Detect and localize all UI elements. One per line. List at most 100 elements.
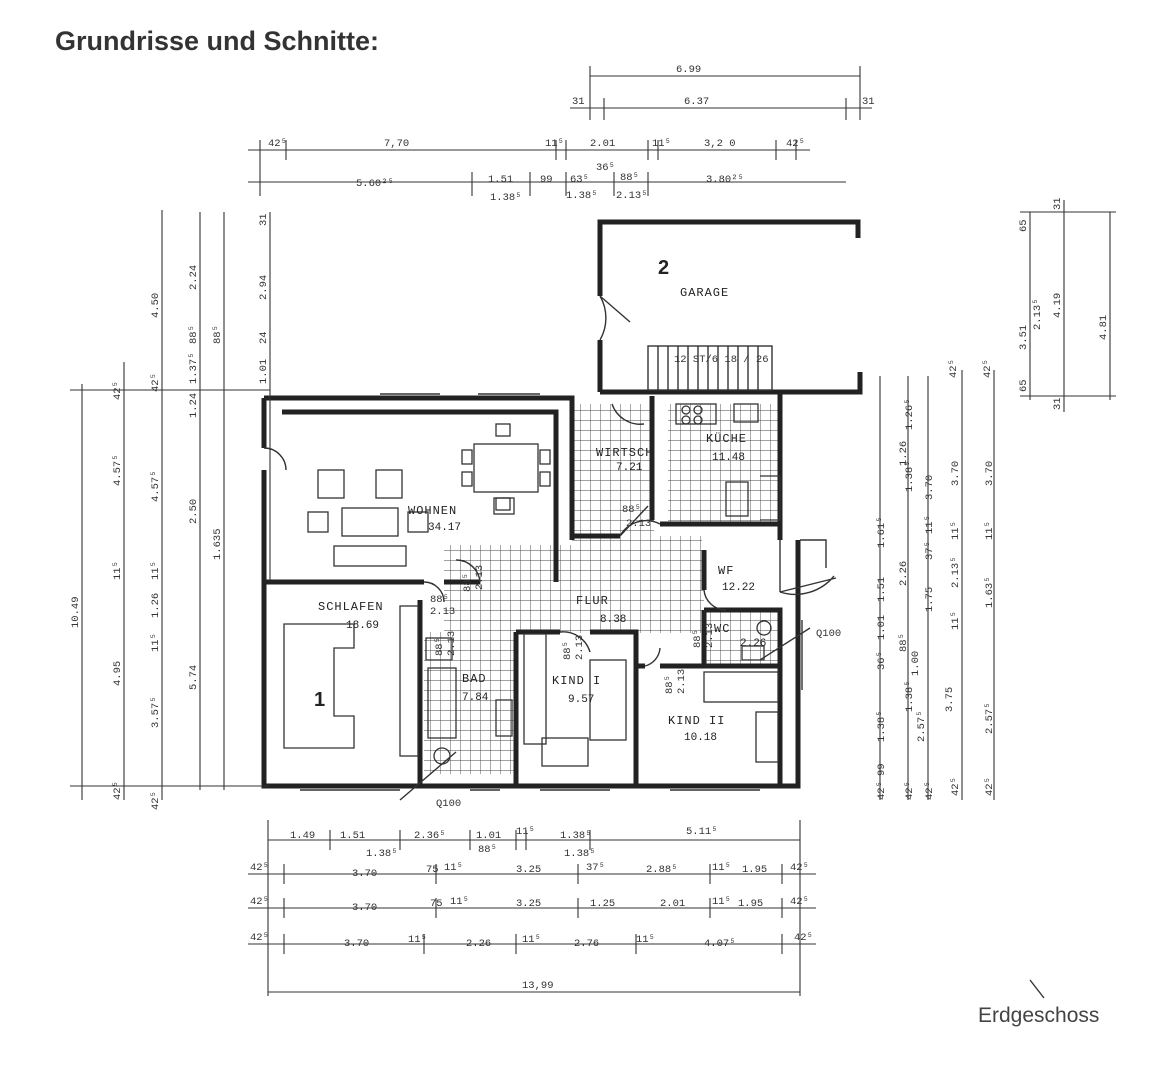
dim-label: 11⁵ bbox=[652, 138, 671, 150]
dim-label: 11⁵ bbox=[924, 515, 936, 534]
tiles-flur-upper bbox=[572, 536, 702, 554]
dim-label: 6.99 bbox=[676, 64, 701, 76]
dim-label: 2.50 bbox=[188, 499, 200, 524]
armchair bbox=[317, 469, 345, 499]
dimensions-right: 99 1.38⁵ 1.61⁵ 1.51 1.01 36⁵ 42⁵ 1.26⁵ 1… bbox=[876, 197, 1116, 800]
room-name-garage: GARAGE bbox=[680, 286, 729, 300]
door-swing-kueche bbox=[619, 505, 661, 537]
washer bbox=[495, 699, 513, 737]
dim-label: 88⁵ bbox=[898, 633, 910, 652]
dim-label: 1.38⁵ bbox=[564, 848, 596, 860]
dim-label: 65 bbox=[1018, 379, 1030, 392]
dim-label: 5.11⁵ bbox=[686, 826, 718, 838]
chair bbox=[495, 497, 511, 511]
dim-label: 1.38⁵ bbox=[566, 190, 598, 202]
dim-label: 3.75 bbox=[944, 687, 956, 712]
dim-label: 11⁵ bbox=[444, 862, 463, 874]
sill-arrow-bad bbox=[399, 751, 457, 801]
tiles-bad bbox=[424, 632, 516, 774]
dim-label: 36⁵ bbox=[596, 162, 615, 174]
stairs: 12 ST/6 18 / 26 bbox=[647, 345, 773, 391]
door-label: 2.13 bbox=[430, 606, 455, 618]
dim-label: 4.50 bbox=[150, 293, 162, 318]
dim-label: 42⁵ bbox=[904, 781, 916, 800]
dim-label: 11⁵ bbox=[112, 561, 124, 580]
dim-label: 11⁵ bbox=[636, 934, 655, 946]
door-swing-garage bbox=[599, 295, 631, 341]
wc-sink bbox=[741, 645, 765, 661]
door-label: 2.13 bbox=[704, 623, 716, 648]
dim-label: 2.13⁵ bbox=[1032, 298, 1044, 330]
wall-flur-north bbox=[572, 521, 780, 539]
dim-label: 2.57⁵ bbox=[984, 702, 996, 734]
dim-label: 11⁵ bbox=[712, 862, 731, 874]
dim-label: 1.38⁵ bbox=[560, 830, 592, 842]
chair bbox=[461, 449, 473, 465]
dining-table bbox=[473, 443, 539, 493]
room-area-wirtschaft: 7.21 bbox=[616, 462, 643, 474]
caption-marker bbox=[1029, 979, 1045, 999]
dim-label: 3.51 bbox=[1018, 325, 1030, 350]
room-area-kueche: 11.48 bbox=[712, 452, 745, 464]
dim-label: 42⁵ bbox=[950, 777, 962, 796]
dim-label: 42⁵ bbox=[924, 781, 936, 800]
dim-label: 42⁵ bbox=[150, 373, 162, 392]
dim-label: 31 bbox=[1052, 197, 1064, 210]
kitchen-table bbox=[725, 481, 749, 517]
dim-label: 3.57⁵ bbox=[150, 696, 162, 728]
counter bbox=[760, 475, 781, 521]
dim-label: 1.00 bbox=[910, 651, 922, 676]
dim-label: 1.26⁵ bbox=[904, 398, 916, 430]
dim-label: 31 bbox=[572, 96, 585, 108]
furniture bbox=[283, 403, 781, 767]
desk-kind2 bbox=[755, 711, 779, 763]
dim-label: 88⁵ bbox=[620, 172, 639, 184]
dim-label: 11⁵ bbox=[516, 826, 535, 838]
dim-label: 2.57⁵ bbox=[916, 710, 928, 742]
door-label: 2.13 bbox=[574, 635, 586, 660]
dim-label: 11⁵ bbox=[545, 138, 564, 150]
door-label: 88⁵ bbox=[622, 504, 641, 516]
windows bbox=[300, 393, 803, 791]
dim-label: 2.26 bbox=[898, 561, 910, 586]
dim-label: 11⁵ bbox=[450, 896, 469, 908]
dim-label: 3.70 bbox=[950, 461, 962, 486]
sideboard bbox=[333, 545, 407, 567]
dim-label: 42⁵ bbox=[876, 781, 888, 800]
room-name-bad: BAD bbox=[462, 672, 487, 686]
dim-label: 3.25 bbox=[516, 898, 541, 910]
stairs-label: 12 ST/6 18 / 26 bbox=[674, 354, 769, 366]
dim-label: 1.24 bbox=[188, 393, 200, 418]
dim-label: 3.70 bbox=[344, 938, 369, 950]
dim-label: 88⁵ bbox=[212, 325, 224, 344]
dim-label: 3.70 bbox=[984, 461, 996, 486]
dim-label: 2.13⁵ bbox=[616, 190, 648, 202]
dimensions-bottom: 1.49 1.51 2.36⁵ 1.01 11⁵ 1.38⁵ 5.11⁵ 1.3… bbox=[248, 820, 816, 996]
door-swing-terrace bbox=[779, 540, 837, 596]
dim-label: 11⁵ bbox=[950, 611, 962, 630]
door-swing-wohnen bbox=[455, 559, 481, 583]
dim-label: 3.70 bbox=[352, 868, 377, 880]
sill-arrow-wc bbox=[759, 627, 811, 661]
room-name-wf: WF bbox=[718, 564, 734, 578]
dim-label: 88⁵ bbox=[188, 325, 200, 344]
dim-label: 42⁵ bbox=[790, 862, 809, 874]
dim-label: 1.51 bbox=[340, 830, 365, 842]
room-name-kueche: KÜCHE bbox=[706, 432, 747, 446]
dim-label: 1.26 bbox=[150, 593, 162, 618]
dim-label: 4.57⁵ bbox=[112, 454, 124, 486]
dim-label: 3.25 bbox=[516, 864, 541, 876]
sofa bbox=[341, 507, 399, 537]
dim-label: 1.95 bbox=[742, 864, 767, 876]
unit-number-2: 2 bbox=[658, 257, 669, 279]
wardrobe-kind1 bbox=[523, 633, 547, 745]
wc-toilet bbox=[756, 620, 772, 636]
page-title: Grundrisse und Schnitte: bbox=[55, 26, 380, 56]
door-label: 2.13 bbox=[676, 669, 688, 694]
dim-label: 11⁵ bbox=[150, 561, 162, 580]
dim-label: 42⁵ bbox=[112, 781, 124, 800]
dim-label: 42⁵ bbox=[150, 791, 162, 810]
dim-label: 1.25 bbox=[590, 898, 615, 910]
side-table bbox=[307, 511, 329, 533]
dim-label: 24 bbox=[258, 331, 270, 344]
